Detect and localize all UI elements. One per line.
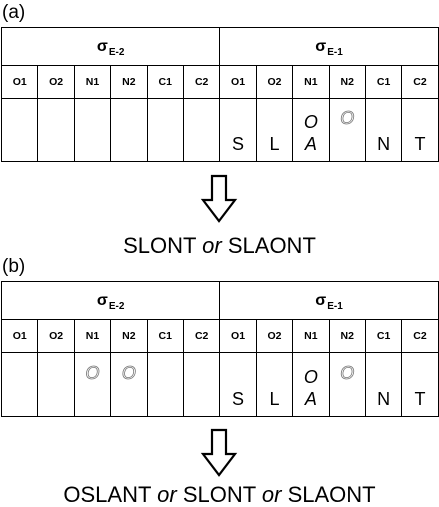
result-conjunction: or [157, 482, 177, 507]
column-header: O1 [0, 65, 39, 99]
panel-b-grid: σE-2 σE-1 O1 O2 N1 N2 C1 C2 O1 O2 N1 N2 … [0, 281, 439, 417]
sigma-subscript: E-2 [108, 300, 125, 312]
segment-cell: T [401, 98, 439, 162]
segment-letter: T [414, 389, 426, 409]
segment-letter: T [414, 134, 426, 154]
sigma-subscript: E-1 [327, 46, 343, 58]
segment-cell [37, 352, 75, 417]
sigma-e2-header: σE-2 [0, 27, 221, 66]
segment-letter-upper: O [303, 367, 318, 387]
segment-cell [146, 98, 184, 162]
segment-letter: L [269, 389, 280, 409]
segment-cell: O [110, 352, 148, 417]
sigma-symbol: σ [96, 291, 108, 309]
sigma-e1-header: σE-1 [219, 281, 439, 320]
result-option: SLONT [182, 482, 256, 507]
column-header: C1 [364, 65, 403, 99]
segment-letter-upper: O [303, 112, 318, 132]
segment-cell [110, 98, 148, 162]
outline-letter: O [340, 363, 355, 383]
segment-cell: O A [292, 98, 330, 162]
sigma-subscript: E-1 [327, 300, 343, 312]
segment-cell [37, 98, 75, 162]
result-option: SLAONT [227, 233, 316, 258]
panel-a-label: (a) [2, 2, 26, 23]
column-header: N1 [292, 319, 330, 353]
segment-cell: N [364, 98, 403, 162]
result-conjunction: or [202, 233, 222, 258]
sigma-symbol: σ [315, 291, 327, 309]
outline-letter: O [340, 108, 355, 128]
column-header: C1 [146, 319, 184, 353]
column-header: N2 [110, 65, 148, 99]
column-header: O2 [37, 319, 75, 353]
column-header: N2 [328, 319, 366, 353]
column-header: O1 [219, 65, 257, 99]
segment-cell: O A [292, 352, 330, 417]
segment-cell [73, 98, 112, 162]
segment-letter: N [377, 134, 391, 154]
segment-cell: O [73, 352, 112, 417]
segment-letter: S [232, 389, 245, 409]
outline-letter: O [85, 363, 100, 383]
down-arrow-icon [200, 428, 238, 477]
column-header: O2 [37, 65, 75, 99]
result-option: SLAONT [287, 482, 376, 507]
column-header: N2 [110, 319, 148, 353]
panel-a-grid: σE-2 σE-1 O1 O2 N1 N2 C1 C2 O1 O2 N1 N2 … [0, 27, 439, 162]
column-header: C1 [146, 65, 184, 99]
panel-b-result: OSLANT or SLONT or SLAONT [0, 484, 439, 506]
segment-cell: N [364, 352, 403, 417]
column-header: O2 [255, 319, 294, 353]
outline-letter: O [121, 363, 136, 383]
sigma-symbol: σ [96, 37, 108, 55]
column-header: C2 [401, 319, 439, 353]
segment-cell: O [328, 352, 366, 417]
down-arrow-icon [200, 174, 238, 223]
column-header: N1 [73, 65, 112, 99]
segment-cell: L [255, 98, 294, 162]
panel-a-result: SLONT or SLAONT [0, 235, 439, 257]
segment-cell: S [219, 352, 257, 417]
segment-letter: A [304, 389, 317, 409]
segment-letter: N [377, 389, 391, 409]
column-header: C2 [401, 65, 439, 99]
column-header: N2 [328, 65, 366, 99]
column-header: C2 [182, 65, 221, 99]
sigma-subscript: E-2 [108, 46, 125, 58]
segment-cell [0, 98, 39, 162]
column-header: C2 [182, 319, 221, 353]
result-option: SLONT [123, 233, 197, 258]
sigma-e1-header: σE-1 [219, 27, 439, 66]
panel-b-label: (b) [2, 256, 26, 277]
segment-letter: A [304, 134, 317, 154]
segment-cell [146, 352, 184, 417]
result-conjunction: or [261, 482, 282, 507]
result-option: OSLANT [63, 482, 151, 507]
column-header: C1 [364, 319, 403, 353]
sigma-e2-header: σE-2 [0, 281, 221, 320]
segment-cell: T [401, 352, 439, 417]
segment-cell [0, 352, 39, 417]
sigma-symbol: σ [315, 37, 327, 55]
segment-cell: L [255, 352, 294, 417]
segment-cell [182, 352, 221, 417]
segment-cell: S [219, 98, 257, 162]
column-header: O1 [0, 319, 39, 353]
segment-letter: L [269, 134, 280, 154]
segment-cell [182, 98, 221, 162]
segment-letter: S [232, 134, 245, 154]
column-header: O2 [255, 65, 294, 99]
column-header: N1 [73, 319, 112, 353]
column-header: O1 [219, 319, 257, 353]
segment-cell: O [328, 98, 366, 162]
column-header: N1 [292, 65, 330, 99]
